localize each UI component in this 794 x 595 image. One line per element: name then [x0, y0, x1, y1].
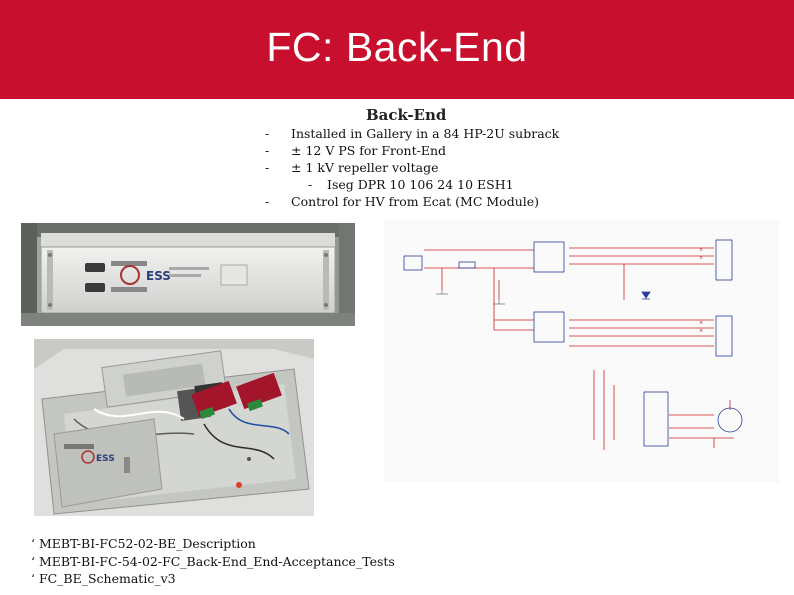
ess-inside-logo-text: ESS: [96, 454, 115, 464]
bullet-text: ± 1 kV repeller voltage: [291, 160, 439, 175]
slide-title: FC: Back-End: [266, 24, 528, 70]
svg-text:×: ×: [699, 320, 703, 326]
bullet-text: Installed in Gallery in a 84 HP-2U subra…: [291, 126, 560, 141]
subrack-inside-image: ESS: [34, 339, 314, 516]
bullet-marker: -: [265, 160, 270, 175]
bullet-marker: -: [308, 177, 313, 192]
bullet-marker: -: [265, 143, 270, 158]
bullet-marker: -: [265, 126, 270, 141]
reference-link[interactable]: ‘ FC_BE_Schematic_v3: [31, 571, 176, 586]
bullet-text: ± 12 V PS for Front-End: [291, 143, 447, 158]
schematic-image: × × × ×: [384, 220, 779, 483]
title-banner: FC: Back-End: [0, 0, 794, 99]
subrack-inside-photo: ESS: [34, 339, 314, 516]
svg-text:×: ×: [699, 247, 703, 253]
bullet-marker: -: [265, 194, 270, 209]
section-heading: Back-End: [366, 106, 447, 124]
svg-text:×: ×: [699, 255, 703, 261]
bullet-text: Iseg DPR 10 106 24 10 ESH1: [327, 177, 514, 192]
bullet-text: Control for HV from Ecat (MC Module): [291, 194, 540, 209]
ess-logo-text: ESS: [146, 269, 171, 283]
reference-list: ‘ MEBT-BI-FC52-02-BE_Description ‘ MEBT-…: [31, 535, 395, 588]
reference-link[interactable]: ‘ MEBT-BI-FC-54-02-FC_Back-End_End-Accep…: [31, 553, 395, 569]
svg-text:×: ×: [699, 328, 703, 334]
schematic-diagram: × × × ×: [384, 220, 779, 483]
subrack-front-photo: ESS: [21, 223, 355, 326]
reference-link[interactable]: ‘ MEBT-BI-FC52-02-BE_Description: [31, 536, 256, 551]
subrack-front-image: ESS: [21, 223, 355, 326]
